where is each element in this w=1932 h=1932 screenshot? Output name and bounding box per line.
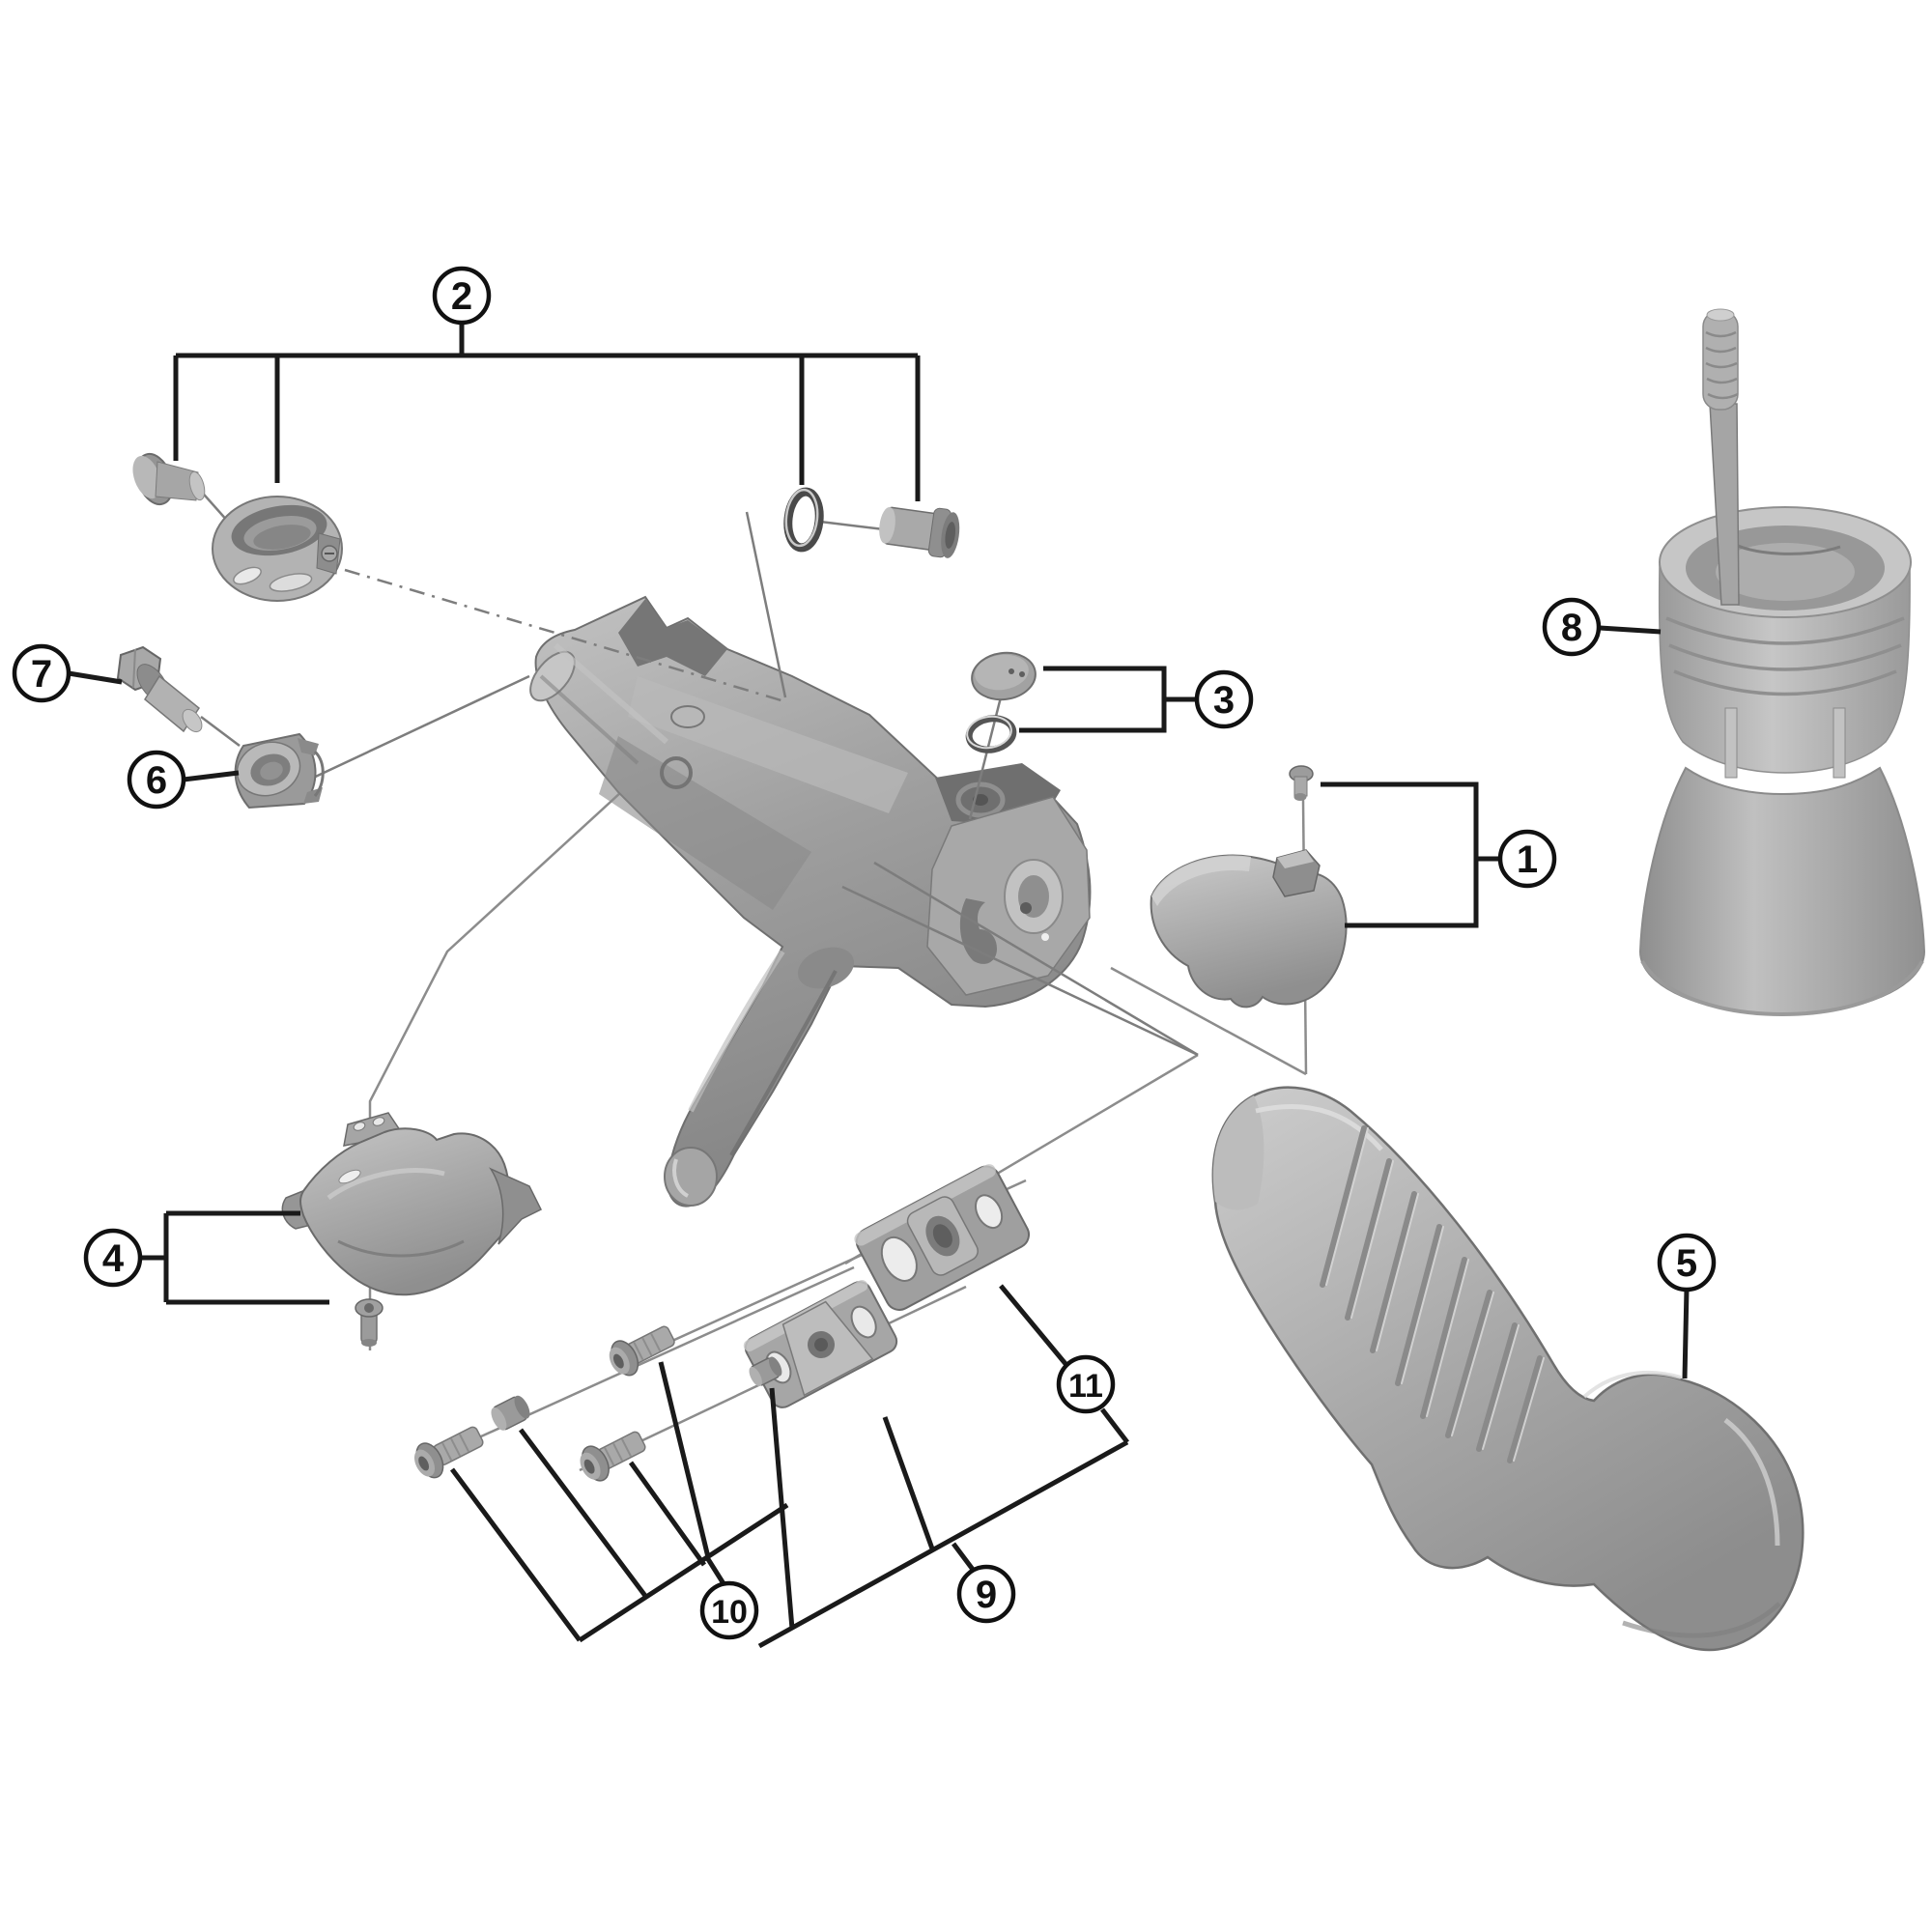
callout-7-label: 7 — [31, 653, 52, 696]
callout-6-label: 6 — [146, 759, 167, 802]
top-cap — [971, 651, 1037, 701]
cap-o-ring — [965, 715, 1017, 753]
callout-9: 9 — [956, 1564, 1016, 1624]
bracket-8 — [1599, 625, 1662, 635]
band-slot-2 — [269, 573, 313, 592]
bar-mount-endcap — [529, 650, 576, 702]
hood-bottom-shade — [1622, 1602, 1781, 1638]
leader-dashdot-axis — [344, 568, 785, 703]
name-plate-screw — [1289, 765, 1314, 801]
clamp-plate-b — [854, 1164, 1031, 1311]
cylinder-shade — [539, 674, 639, 765]
blade-highlight — [688, 950, 785, 1113]
head-white-dot — [1041, 933, 1049, 941]
leader-oring-body — [745, 511, 787, 698]
barrel-nut — [879, 506, 960, 558]
leader-wedge-a — [873, 861, 1199, 1057]
clamp-band-bolt — [132, 452, 206, 506]
callout-3: 3 — [1194, 669, 1254, 729]
cap-recess-ring — [955, 781, 1006, 818]
skirt-bottom-rim — [1640, 959, 1924, 1017]
funnel-tab-right — [1833, 707, 1846, 779]
leader-lines-over — [197, 487, 1199, 1057]
callout-10-label: 10 — [711, 1594, 748, 1631]
sealing-o-ring — [783, 487, 824, 553]
leader-oring-barrel — [819, 520, 885, 531]
callout-4: 4 — [83, 1228, 143, 1288]
bracket-7 — [68, 670, 123, 685]
callout-3-label: 3 — [1213, 679, 1235, 722]
callout-1-label: 1 — [1517, 838, 1538, 881]
leader-cup6-body — [306, 674, 530, 782]
leader-wedge-b — [841, 885, 1199, 1057]
band-slot-1 — [233, 566, 262, 585]
callout-brackets — [68, 322, 1690, 1649]
clamp-band — [212, 496, 343, 602]
callout-11: 11 — [1056, 1354, 1116, 1414]
callout-9-label: 9 — [976, 1574, 997, 1616]
callout-10: 10 — [699, 1580, 759, 1640]
cup-inner-2 — [1716, 543, 1855, 601]
funnel-skirt — [1638, 766, 1926, 1016]
bleed-cup — [234, 732, 325, 810]
bracket-11 — [999, 1284, 1129, 1444]
bleed-funnel — [1638, 308, 1926, 1017]
shift-paddle — [1150, 849, 1348, 1009]
callout-2-label: 2 — [451, 275, 472, 318]
blade-shade — [729, 970, 838, 1156]
leader-bolt7-cup6 — [200, 716, 241, 747]
hex-nut-a — [491, 1395, 530, 1431]
leader-nameplate-v — [1110, 966, 1307, 1076]
bracket-4 — [141, 1210, 329, 1305]
blade-tip-highlight — [672, 1158, 690, 1198]
callout-5: 5 — [1657, 1233, 1717, 1293]
callout-4-label: 4 — [102, 1237, 125, 1280]
bracket-hood — [1211, 1086, 1804, 1652]
fixing-bolt-b — [609, 1325, 675, 1377]
hood-rib-highlights — [1325, 1127, 1545, 1462]
cup-clip-top — [298, 738, 319, 755]
callout-1: 1 — [1497, 829, 1557, 889]
hood-end-face — [1212, 1095, 1264, 1210]
cover-main — [299, 1127, 510, 1296]
callout-8-label: 8 — [1561, 607, 1582, 649]
bracket-1 — [1321, 781, 1500, 928]
hood-ribs — [1320, 1125, 1543, 1463]
bracket-6 — [183, 770, 240, 782]
pivot-dot — [1020, 902, 1032, 914]
fixing-bolt-a — [413, 1426, 484, 1479]
blade-pivot-shade — [797, 947, 855, 989]
cover-slot — [338, 1169, 361, 1184]
cover-right-wing — [489, 1167, 543, 1245]
bracket-3 — [1019, 666, 1198, 733]
blade-tip-bulb — [664, 1147, 718, 1207]
callout-5-label: 5 — [1676, 1242, 1697, 1285]
callout-2: 2 — [432, 266, 492, 326]
fixing-bolt-c — [580, 1431, 646, 1482]
bleed-bolt — [116, 645, 203, 733]
callout-8: 8 — [1542, 597, 1602, 657]
callouts: 1 2 3 4 5 6 7 8 — [12, 266, 1717, 1640]
body-horn-shadow — [618, 599, 727, 676]
bracket-5 — [1682, 1288, 1690, 1379]
body-mid-shadow — [599, 736, 811, 910]
bracket-10 — [449, 1361, 789, 1643]
bracket-2 — [173, 322, 921, 501]
body-dimple — [660, 756, 693, 789]
bottom-cover — [281, 1112, 543, 1296]
funnel-tab-left — [1724, 707, 1738, 779]
body-port — [670, 705, 705, 728]
cover-screw — [355, 1298, 384, 1347]
cylinder-highlight — [554, 642, 668, 745]
callout-6: 6 — [127, 750, 186, 810]
bracket-9 — [757, 1387, 1129, 1649]
hex-nut-b — [749, 1356, 782, 1387]
callout-7: 7 — [12, 643, 71, 703]
lever-body — [529, 595, 1092, 1208]
callout-11-label: 11 — [1068, 1368, 1103, 1405]
